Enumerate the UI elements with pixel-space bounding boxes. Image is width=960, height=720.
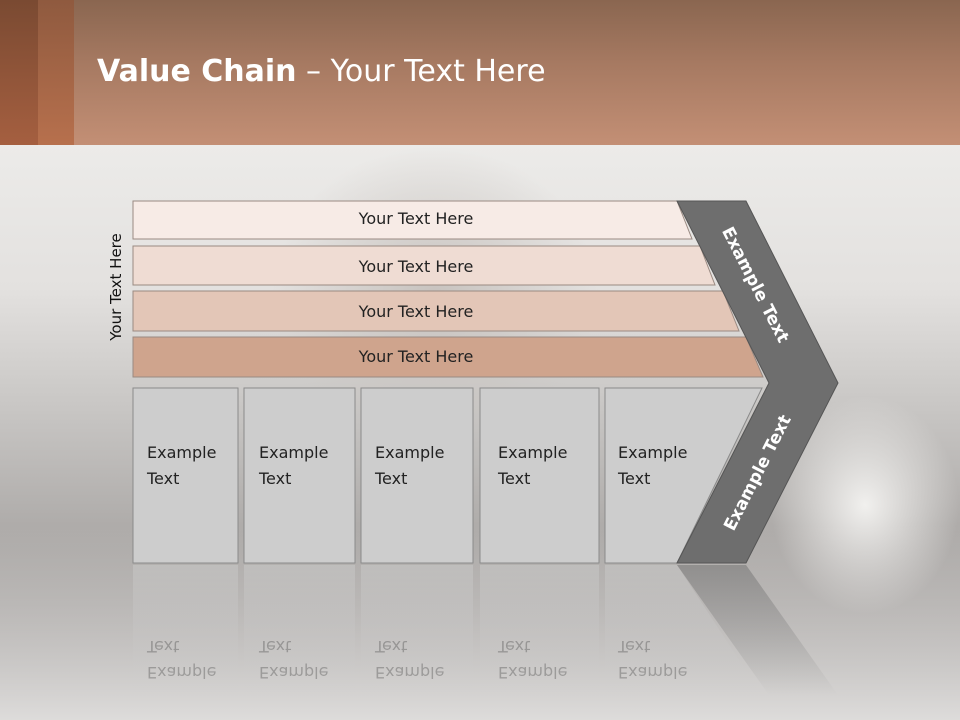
header-accent-bar-secondary: [38, 0, 74, 145]
box-label-reflection-line2: Text: [498, 637, 531, 656]
box-label-line1: Example: [259, 443, 329, 462]
bar-shape-3: [132, 290, 740, 332]
box-label-line2: Text: [259, 469, 292, 488]
bar-shape-2: [132, 245, 716, 286]
box-label-line2: Text: [498, 469, 531, 488]
box-label-reflection-line1: Example: [618, 663, 688, 682]
box-label-line1: Example: [498, 443, 568, 462]
bar-label-1: Your Text Here: [358, 209, 474, 228]
chevron-reflection: [677, 565, 838, 695]
slide-header: Value Chain – Your Text Here: [0, 0, 960, 145]
box-label-reflection-line2: Text: [147, 637, 180, 656]
bar-shape-4: [132, 336, 764, 378]
box-reflection: [133, 565, 238, 695]
bar-label-4: Your Text Here: [358, 347, 474, 366]
box-label-reflection: Example Text: [618, 633, 687, 685]
bar-label-2: Your Text Here: [358, 257, 474, 276]
box-label-reflection-line1: Example: [147, 663, 217, 682]
bar-shape-1: [132, 200, 693, 240]
box-reflection: [361, 565, 473, 695]
slide-title-bold: Value Chain: [97, 54, 297, 89]
box-label-reflection-line2: Text: [375, 637, 408, 656]
box-label-line1: Example: [375, 443, 445, 462]
chevron-arrow: [676, 200, 839, 564]
box-label-reflection: Example Text: [147, 633, 216, 685]
box-label-line2: Text: [375, 469, 408, 488]
header-accent-bar: [0, 0, 38, 145]
box-reflection: [605, 565, 762, 695]
box-shape-4: [479, 387, 600, 564]
box-label-reflection: Example Text: [375, 633, 444, 685]
slide-title: Value Chain – Your Text Here: [97, 54, 546, 89]
box-label-reflection-line2: Text: [259, 637, 292, 656]
box-label-line1: Example: [147, 443, 217, 462]
box-reflection: [480, 565, 599, 695]
box-label-reflection: Example Text: [259, 633, 328, 685]
box-label-reflection-line1: Example: [259, 663, 329, 682]
reflection-group: [133, 565, 838, 695]
bar-label-3: Your Text Here: [358, 302, 474, 321]
box-shape-2: [243, 387, 356, 564]
box-shape-1: [132, 387, 239, 564]
box-reflection: [244, 565, 355, 695]
box-label-line2: Text: [147, 469, 180, 488]
box-shape-3: [360, 387, 474, 564]
box-label-reflection-line1: Example: [498, 663, 568, 682]
box-label-reflection: Example Text: [498, 633, 567, 685]
slide-title-rest: – Your Text Here: [296, 54, 546, 89]
box-label-reflection-line1: Example: [375, 663, 445, 682]
box-label-line1: Example: [618, 443, 688, 462]
box-label-line2: Text: [618, 469, 651, 488]
box-label-reflection-line2: Text: [618, 637, 651, 656]
